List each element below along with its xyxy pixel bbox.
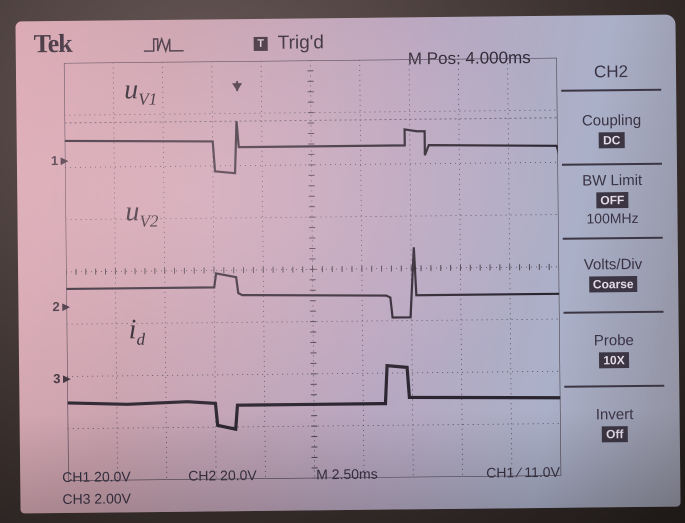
oscilloscope-screen: Tek T Trig'd M Pos: 4.000ms 1► 2► 3► uV1… xyxy=(15,14,681,514)
menu-title: CH2 xyxy=(593,62,629,82)
invert-button[interactable]: Invert Off xyxy=(564,384,666,462)
volts-div-button[interactable]: Volts/Div Coarse xyxy=(562,236,664,310)
label-uv2: uV2 xyxy=(125,196,159,231)
ch2-scale: CH2 20.0V xyxy=(188,466,257,484)
waveform-graticule xyxy=(63,57,562,481)
trigger-indicator-icon: T xyxy=(253,36,268,51)
probe-button[interactable]: Probe 10X xyxy=(563,310,665,384)
side-menu: CH2 Coupling DC BW Limit OFF 100MHz Volt… xyxy=(561,52,681,499)
trace-uv2 xyxy=(66,247,560,319)
label-id: id xyxy=(128,314,146,349)
ch1-marker: 1► xyxy=(50,152,72,169)
label-uv1: uV1 xyxy=(124,74,158,109)
ch3-marker: 3► xyxy=(53,370,74,387)
ch1-scale: CH1 20.0V xyxy=(62,468,131,486)
acquisition-icon xyxy=(143,36,184,54)
trigger-status: Trig'd xyxy=(277,32,325,54)
trace-uv1 xyxy=(64,121,560,175)
trigger-setting: CH1 ∕ 11.0V xyxy=(486,463,560,481)
trace-id xyxy=(67,363,561,432)
tek-logo: Tek xyxy=(33,28,72,59)
bw-limit-button[interactable]: BW Limit OFF 100MHz xyxy=(561,162,663,236)
coupling-button[interactable]: Coupling DC xyxy=(561,88,662,162)
ch3-scale: CH3 2.00V xyxy=(62,490,132,508)
ch2-marker: 2► xyxy=(52,298,73,315)
timebase: M 2.50ms xyxy=(316,465,378,483)
